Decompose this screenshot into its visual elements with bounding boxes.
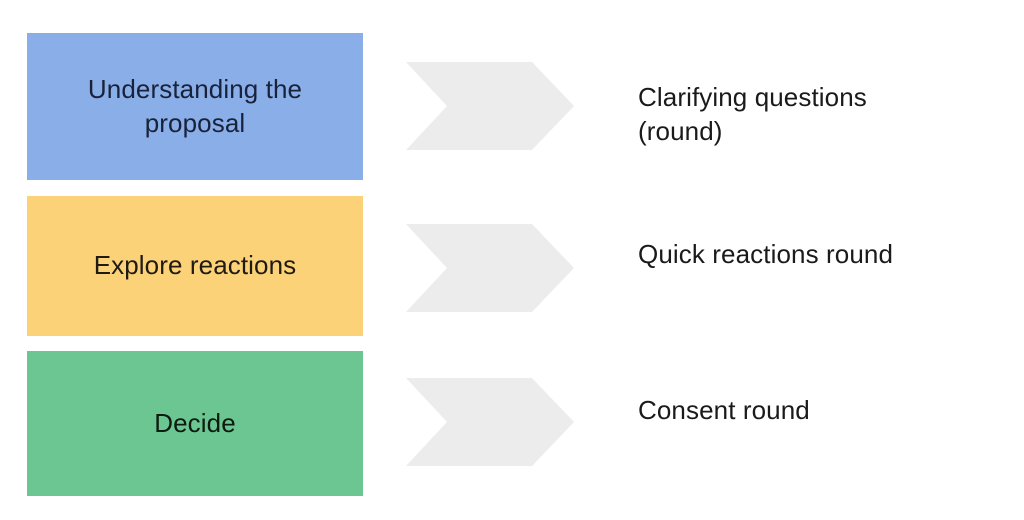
chevron-right-icon: [406, 62, 574, 150]
stage-box-label: Decide: [154, 407, 236, 438]
stage-box-explore-reactions: Explore reactions: [27, 196, 363, 336]
chevron-right-icon: [406, 224, 574, 312]
stage-description-quick-reactions-round: Quick reactions round: [638, 239, 894, 269]
stage-box-label: Explore reactions: [93, 250, 297, 281]
chevron-right-icon: [406, 378, 574, 466]
stage-description-clarifying-questions: Clarifying questions (round): [638, 82, 867, 147]
stage-box-understanding-the-proposal: Understanding the proposal: [27, 33, 363, 180]
stage-box-label: Understanding the proposal: [87, 74, 303, 138]
stage-box-decide: Decide: [27, 351, 363, 496]
stage-description-consent-round: Consent round: [638, 395, 810, 425]
